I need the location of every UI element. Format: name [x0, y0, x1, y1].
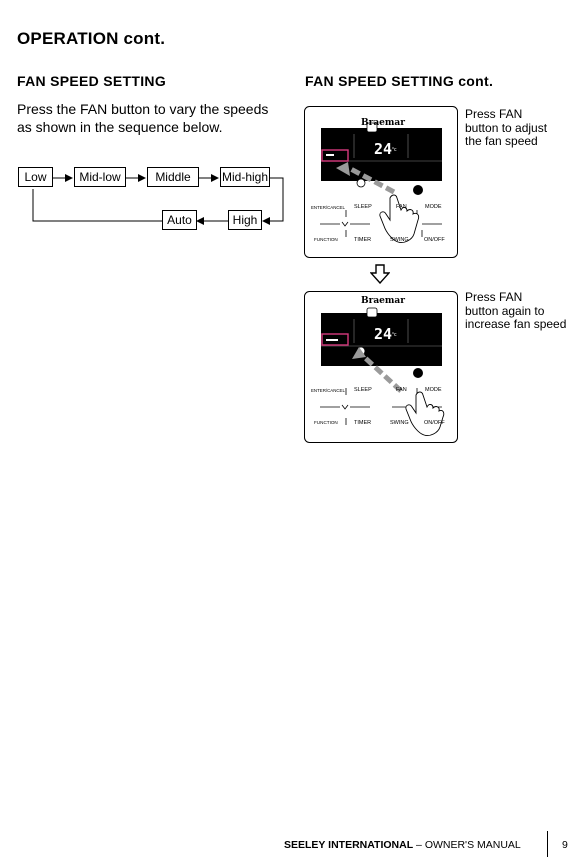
step2-caption: Press FAN button again to increase fan s… — [465, 290, 567, 331]
press-arrow-line — [360, 353, 403, 393]
remote-body — [304, 291, 458, 443]
btn-mode[interactable]: MODE — [425, 387, 442, 393]
btn-fan[interactable]: FAN — [396, 204, 407, 210]
btn-mode[interactable]: MODE — [425, 204, 442, 210]
btn-enter-cancel[interactable]: ENTER/CANCEL — [311, 388, 345, 393]
btn-sleep[interactable]: SLEEP — [354, 387, 372, 393]
seq-low: Low — [18, 167, 53, 187]
btn-on-off[interactable]: ON/OFF — [424, 237, 445, 243]
arrow-midhigh-high — [262, 177, 284, 225]
fan-speed-highlight — [321, 149, 349, 162]
btn-function[interactable]: FUNCTION — [314, 420, 338, 425]
press-arrow-head — [336, 162, 350, 176]
seq-auto: Auto — [162, 210, 197, 230]
fan-speed-bar — [326, 339, 338, 341]
hand-pointer-icon — [379, 194, 420, 243]
lcd-screen — [321, 128, 442, 181]
seq-middle: Middle — [147, 167, 199, 187]
lcd-unit: °c — [392, 332, 397, 338]
remote-illustration-step2: Braemar 24 °c ENTER/CANCEL SLEEP FAN MOD… — [304, 291, 458, 443]
btn-on-off[interactable]: ON/OFF — [424, 420, 445, 426]
footer-separator: – — [413, 839, 425, 851]
footer-divider — [547, 831, 548, 857]
btn-timer[interactable]: TIMER — [354, 237, 372, 243]
remote-brand: Braemar — [361, 118, 406, 128]
lcd-temperature: 24 — [374, 140, 393, 158]
page-title: OPERATION cont. — [17, 29, 166, 48]
power-dot — [413, 185, 423, 195]
fan-speed-bar — [326, 154, 334, 156]
btn-fan[interactable]: FAN — [396, 387, 407, 393]
press-arrow-line — [347, 165, 396, 195]
press-arrow-head — [352, 347, 366, 359]
mode-icon — [366, 122, 378, 133]
sequence-connectors — [32, 174, 284, 225]
page-number: 9 — [562, 839, 568, 851]
lcd-fan-icon — [356, 178, 366, 188]
fan-speed-highlight — [321, 333, 349, 346]
btn-timer[interactable]: TIMER — [354, 420, 372, 426]
lcd-screen — [321, 313, 442, 366]
btn-swing[interactable]: SWING — [390, 420, 409, 426]
footer-manual: OWNER'S MANUAL — [424, 839, 521, 851]
intro-text: Press the FAN button to vary the speeds … — [17, 101, 269, 135]
lcd-unit: °c — [392, 147, 397, 153]
btn-function[interactable]: FUNCTION — [314, 237, 338, 242]
btn-enter-cancel[interactable]: ENTER/CANCEL — [311, 205, 345, 210]
footer-text: SEELEY INTERNATIONAL – OWNER'S MANUAL — [284, 839, 521, 851]
remote-brand: Braemar — [361, 296, 406, 306]
mode-icon — [366, 307, 378, 318]
section-title-fan-speed: FAN SPEED SETTING — [17, 73, 167, 89]
footer-brand: SEELEY INTERNATIONAL — [284, 839, 414, 851]
arrow-down-icon — [370, 264, 390, 284]
seq-mid-high: Mid-high — [220, 167, 270, 187]
section-title-fan-speed-cont: FAN SPEED SETTING cont. — [305, 73, 494, 89]
loop-auto-low — [32, 189, 162, 222]
hand-pointer-icon — [405, 391, 445, 436]
remote-illustration-step1: Braemar 24 °c ENTER/CANCEL SLEEP FAN MOD… — [304, 106, 458, 258]
fan-speed-sequence: Low Mid-low Middle Mid-high High Auto — [0, 0, 300, 260]
seq-mid-low: Mid-low — [74, 167, 126, 187]
btn-sleep[interactable]: SLEEP — [354, 204, 372, 210]
seq-high: High — [228, 210, 262, 230]
btn-swing[interactable]: SWING — [390, 237, 409, 243]
power-dot — [413, 368, 423, 378]
remote-body — [304, 106, 458, 258]
step1-caption: Press FAN button to adjust the fan speed — [465, 107, 548, 148]
lcd-temperature: 24 — [374, 325, 393, 343]
